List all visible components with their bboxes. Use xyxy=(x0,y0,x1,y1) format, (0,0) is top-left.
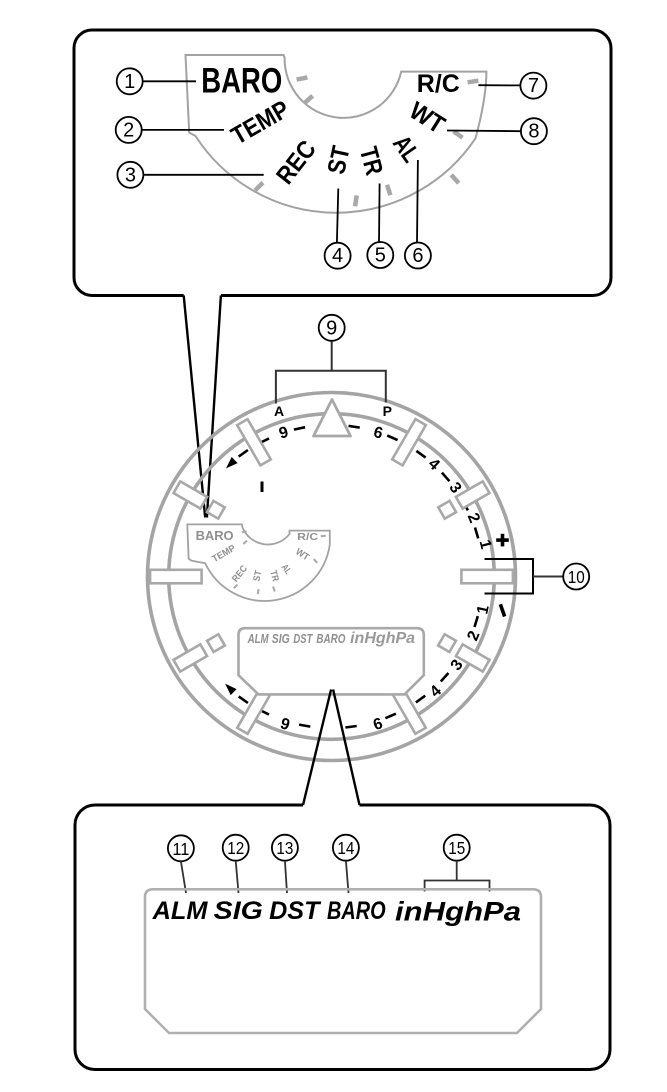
svg-text:inHghPa: inHghPa xyxy=(350,630,415,647)
svg-text:9: 9 xyxy=(326,317,337,339)
svg-text:BARO: BARO xyxy=(316,631,345,646)
svg-text:BARO: BARO xyxy=(201,62,282,101)
svg-text:12: 12 xyxy=(227,838,244,858)
svg-text:ST: ST xyxy=(251,569,264,582)
svg-text:6: 6 xyxy=(372,424,385,443)
svg-text:inHghPa: inHghPa xyxy=(395,897,521,927)
svg-text:DST: DST xyxy=(269,897,322,925)
svg-text:11: 11 xyxy=(172,839,189,859)
svg-text:15: 15 xyxy=(448,838,465,858)
svg-text:BARO: BARO xyxy=(196,528,234,543)
svg-text:TR: TR xyxy=(267,569,281,583)
svg-text:ALM: ALM xyxy=(152,897,209,925)
svg-text:A: A xyxy=(274,403,284,419)
svg-text:SIG: SIG xyxy=(214,897,263,925)
svg-text:3: 3 xyxy=(125,164,136,186)
svg-text:ST: ST xyxy=(322,143,355,176)
svg-text:4: 4 xyxy=(332,245,343,267)
svg-text:7: 7 xyxy=(528,75,539,97)
svg-text:R/C: R/C xyxy=(417,70,460,98)
svg-text:1: 1 xyxy=(476,538,495,551)
svg-text:5: 5 xyxy=(375,245,386,267)
svg-text:P: P xyxy=(383,403,392,419)
svg-text:1: 1 xyxy=(124,71,135,93)
svg-text:8: 8 xyxy=(528,121,539,143)
svg-text:6: 6 xyxy=(412,245,423,267)
svg-text:DST: DST xyxy=(293,631,313,646)
svg-text:1: 1 xyxy=(474,603,492,615)
svg-text:R/C: R/C xyxy=(297,532,319,543)
svg-text:9: 9 xyxy=(277,424,290,443)
svg-text:2: 2 xyxy=(123,119,134,141)
svg-text:10: 10 xyxy=(568,567,585,587)
svg-text:13: 13 xyxy=(276,838,293,858)
svg-text:BARO: BARO xyxy=(327,897,386,925)
svg-text:ALM: ALM xyxy=(247,631,270,646)
svg-text:14: 14 xyxy=(337,838,354,858)
svg-text:SIG: SIG xyxy=(272,631,290,646)
